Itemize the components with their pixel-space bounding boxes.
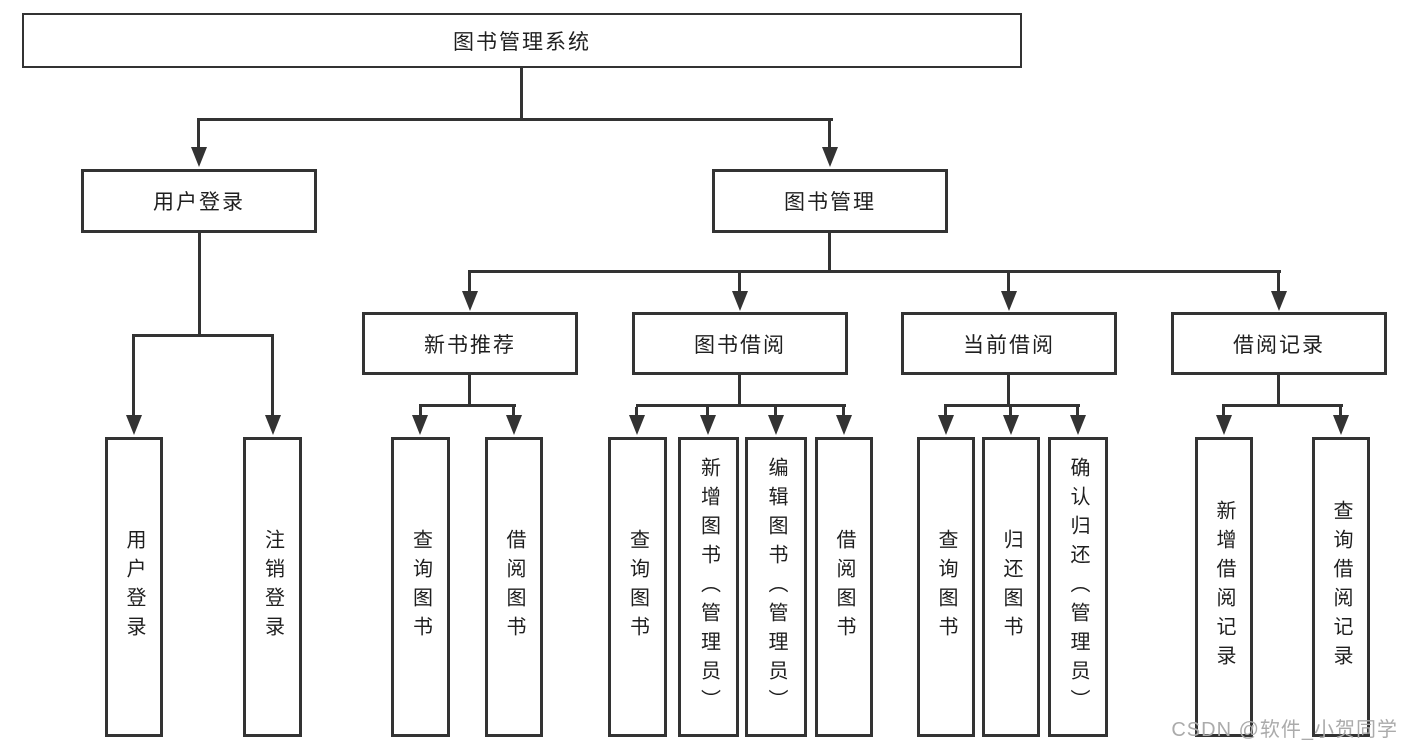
connector-line xyxy=(1277,375,1280,405)
connector-line xyxy=(198,233,201,334)
connector-line xyxy=(1222,404,1343,407)
node-borrow-books: 借阅图书 xyxy=(815,437,873,737)
arrow-down-icon xyxy=(822,147,838,167)
node-user-login-branch: 用户登录 xyxy=(81,169,317,233)
node-book-management-branch: 图书管理 xyxy=(712,169,948,233)
connector-line xyxy=(828,121,831,148)
node-label: 查询借阅记录 xyxy=(1330,500,1352,674)
node-confirm-return-admin: 确认归还（管理员） xyxy=(1048,437,1108,737)
node-add-book-admin: 新增图书（管理员） xyxy=(678,437,739,737)
arrow-down-icon xyxy=(126,415,142,435)
connector-line xyxy=(774,407,777,417)
connector-line xyxy=(738,273,741,293)
connector-line xyxy=(1007,375,1010,405)
arrow-down-icon xyxy=(412,415,428,435)
connector-line xyxy=(468,270,1281,273)
node-query-books: 查询图书 xyxy=(917,437,975,737)
arrow-down-icon xyxy=(1216,415,1232,435)
node-add-borrow-record: 新增借阅记录 xyxy=(1195,437,1253,737)
arrow-down-icon xyxy=(768,415,784,435)
connector-line xyxy=(706,407,709,417)
connector-line xyxy=(944,404,1080,407)
connector-line xyxy=(1009,407,1012,417)
node-book-borrowing: 图书借阅 xyxy=(632,312,848,375)
connector-line xyxy=(1007,273,1010,293)
node-return-book: 归还图书 xyxy=(982,437,1040,737)
connector-line xyxy=(419,404,516,407)
arrow-down-icon xyxy=(836,415,852,435)
arrow-down-icon xyxy=(506,415,522,435)
node-current-borrowing: 当前借阅 xyxy=(901,312,1117,375)
arrow-down-icon xyxy=(191,147,207,167)
node-label: 借阅记录 xyxy=(1233,333,1325,357)
connector-line xyxy=(1076,407,1079,417)
connector-line xyxy=(842,407,845,417)
connector-line xyxy=(1277,273,1280,293)
node-label: 借阅图书 xyxy=(503,529,525,645)
node-label: 确认归还（管理员） xyxy=(1067,456,1089,718)
arrow-down-icon xyxy=(1001,291,1017,311)
connector-line xyxy=(132,334,274,337)
node-label: 图书借阅 xyxy=(694,333,786,357)
connector-line xyxy=(512,407,515,417)
node-edit-book-admin: 编辑图书（管理员） xyxy=(745,437,807,737)
arrow-down-icon xyxy=(700,415,716,435)
connector-line xyxy=(197,121,200,148)
node-logout-leaf: 注销登录 xyxy=(243,437,302,737)
node-library-management-system: 图书管理系统 xyxy=(22,13,1022,68)
node-label: 查询图书 xyxy=(409,529,432,645)
node-new-book-recommend: 新书推荐 xyxy=(362,312,578,375)
connector-line xyxy=(636,404,846,407)
node-user-login-leaf: 用户登录 xyxy=(105,437,163,737)
node-label: 当前借阅 xyxy=(963,333,1055,357)
node-label: 新书推荐 xyxy=(424,333,516,357)
node-label: 图书管理系统 xyxy=(453,30,591,54)
connector-line xyxy=(520,68,523,118)
connector-line xyxy=(635,407,638,417)
connector-line xyxy=(419,407,422,417)
arrow-down-icon xyxy=(1333,415,1349,435)
connector-line xyxy=(1222,407,1225,417)
node-label: 查询图书 xyxy=(626,529,649,645)
arrow-down-icon xyxy=(1070,415,1086,435)
node-label: 编辑图书（管理员） xyxy=(765,456,787,718)
node-label: 新增借阅记录 xyxy=(1213,500,1235,674)
node-label: 借阅图书 xyxy=(833,529,855,645)
connector-line xyxy=(828,233,831,272)
arrow-down-icon xyxy=(265,415,281,435)
node-label: 查询图书 xyxy=(935,529,957,645)
node-label: 用户登录 xyxy=(153,191,245,214)
watermark-text: CSDN @软件_小贺同学 xyxy=(1171,719,1398,741)
arrow-down-icon xyxy=(462,291,478,311)
connector-line xyxy=(468,273,471,293)
connector-line xyxy=(271,337,274,415)
node-label: 归还图书 xyxy=(1000,529,1022,645)
node-label: 注销登录 xyxy=(261,529,284,645)
node-label: 新增图书（管理员） xyxy=(697,456,720,718)
node-borrowing-records: 借阅记录 xyxy=(1171,312,1387,375)
arrow-down-icon xyxy=(1271,291,1287,311)
node-query-borrow-record: 查询借阅记录 xyxy=(1312,437,1370,737)
connector-line xyxy=(944,407,947,417)
arrow-down-icon xyxy=(732,291,748,311)
node-label: 用户登录 xyxy=(123,529,145,645)
connector-line xyxy=(1339,407,1342,417)
node-query-books: 查询图书 xyxy=(608,437,667,737)
arrow-down-icon xyxy=(1003,415,1019,435)
node-borrow-books: 借阅图书 xyxy=(485,437,543,737)
connector-line xyxy=(738,375,741,405)
node-query-books: 查询图书 xyxy=(391,437,450,737)
connector-line xyxy=(468,375,471,405)
connector-line xyxy=(197,118,833,121)
arrow-down-icon xyxy=(629,415,645,435)
arrow-down-icon xyxy=(938,415,954,435)
connector-line xyxy=(132,337,135,415)
node-label: 图书管理 xyxy=(784,191,876,214)
